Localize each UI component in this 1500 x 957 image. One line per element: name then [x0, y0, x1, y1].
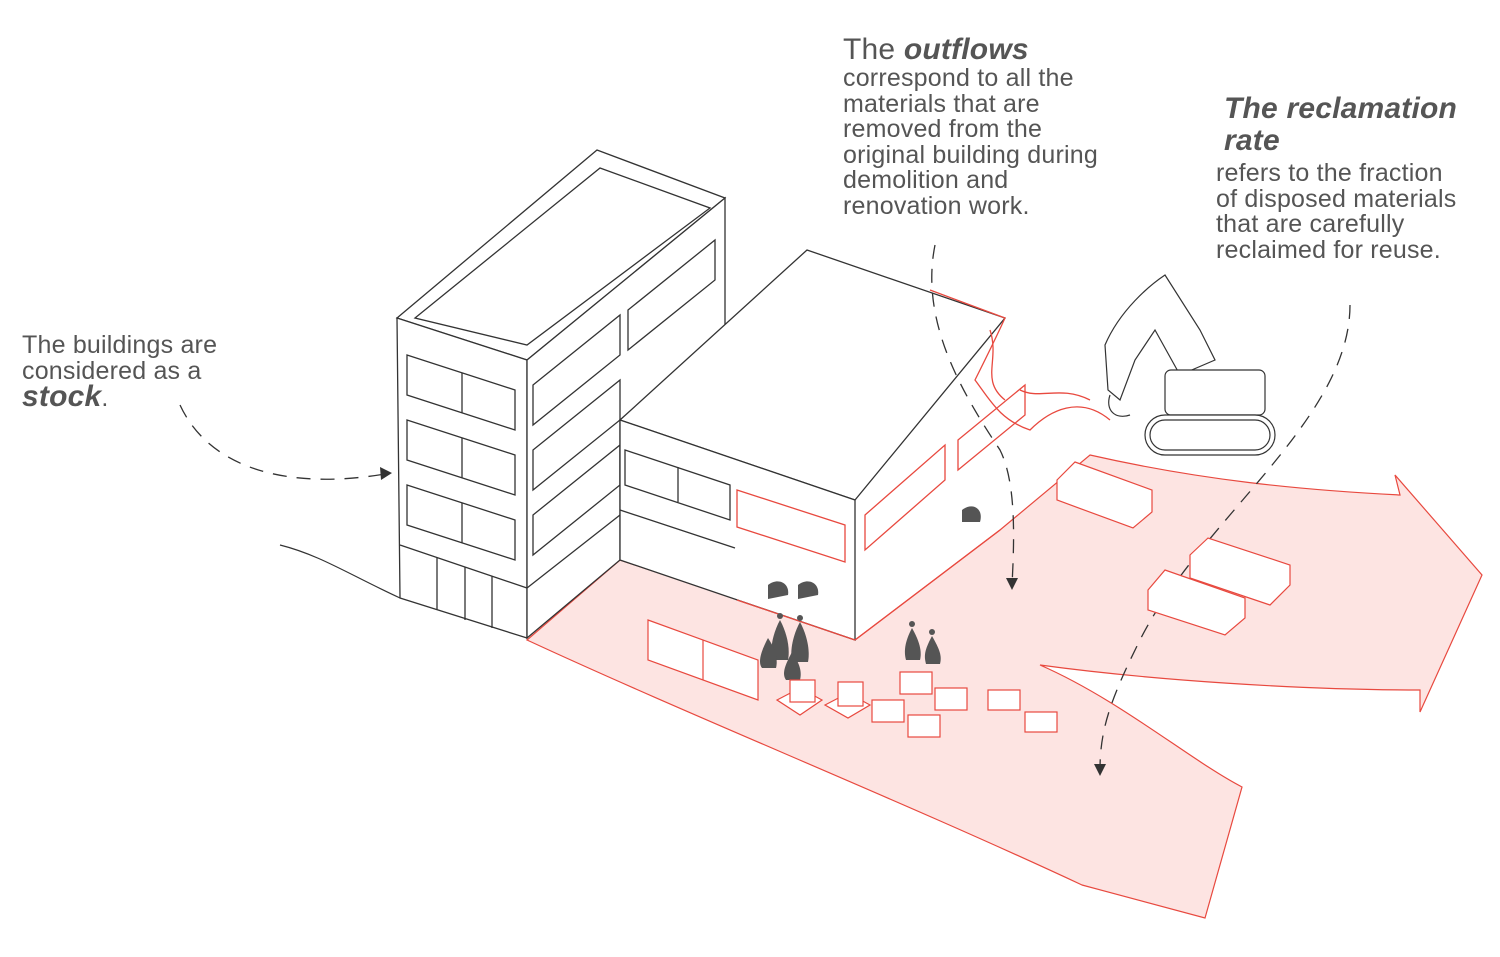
outflows-body: correspond to all the materials that are… — [843, 64, 1098, 220]
reclamation-arrow — [1099, 304, 1351, 771]
building-icon — [395, 149, 727, 640]
outflows-emphasis: outflows — [903, 33, 1029, 66]
outflows-prefix: The — [843, 33, 896, 66]
stock-arrow — [179, 404, 386, 480]
reclamation-heading: The reclamation rate — [1224, 92, 1458, 157]
reclamation-annotation: The reclamation rate refers to the fract… — [1216, 93, 1471, 263]
ground-line — [279, 544, 401, 599]
worker-icon — [760, 506, 981, 680]
building-partial-demolition — [618, 249, 1111, 641]
outflows-annotation: The outflows correspond to all the mater… — [843, 34, 1098, 219]
stock-annotation: The buildings are considered as a stock. — [22, 331, 237, 413]
reclamation-body: refers to the fraction of disposed mater… — [1216, 159, 1457, 264]
dumpster-icon — [1056, 461, 1291, 636]
stock-text: The buildings are considered as a — [22, 331, 218, 385]
stock-emphasis: stock — [22, 380, 102, 413]
outflows-arrow — [931, 244, 1015, 586]
outflows-heading: The outflows — [843, 34, 1098, 66]
stock-suffix: . — [101, 384, 109, 412]
pallet-icon — [647, 619, 1058, 738]
excavator-icon — [1104, 274, 1276, 456]
annotation-arrows — [179, 244, 1351, 771]
arrowheads — [380, 467, 1106, 776]
